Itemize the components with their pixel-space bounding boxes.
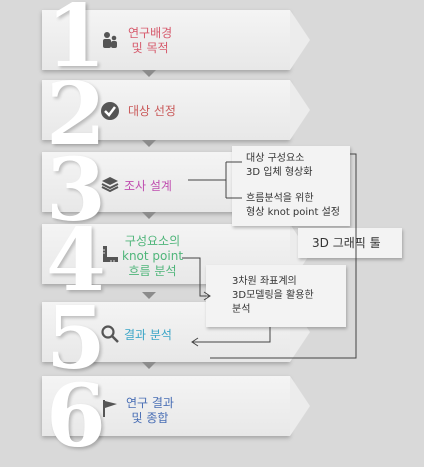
analysis-note-box [206, 265, 346, 327]
step-4-label-line2: knot point [122, 249, 184, 263]
step-2-arrow [142, 140, 156, 147]
analysis-note-line1: 3차원 좌표계의 [232, 276, 297, 287]
knot-arrowhead [203, 291, 211, 301]
step-4-number: 4 [46, 210, 106, 311]
step-5-arrow [142, 362, 156, 369]
step-4-label-line3: 흐름 분석 [128, 264, 177, 278]
step-6-label-line1: 연구 결과 [126, 396, 174, 410]
design-note-line2: 3D 입체 형상화 [246, 167, 313, 178]
step-4-arrow [142, 292, 156, 299]
design-note-line3: 흐름분석을 위한 [246, 193, 314, 204]
analysis-arrowhead [191, 337, 199, 347]
step-4-label-line1: 구성요소의 [124, 234, 181, 248]
step-1-arrow [142, 70, 156, 77]
step-3-label: 조사 설계 [124, 179, 172, 193]
step-4-label: 구성요소의 knot point 흐름 분석 [122, 234, 183, 279]
research-process-diagram: 1 연구배경 및 목적 2 대상 선정 3 조사 설계 4 구성요소의 knot… [42, 0, 402, 467]
connector-lines [182, 153, 357, 359]
step-2-bar [42, 80, 310, 140]
flag-icon [103, 400, 117, 417]
step-6-number: 6 [46, 366, 106, 467]
layers-icon [101, 177, 119, 193]
step-2-label: 대상 선정 [128, 104, 176, 118]
analysis-note-line2: 3D모델링을 활용한 [232, 290, 314, 301]
step-1-number: 1 [46, 0, 106, 87]
step-6-label: 연구 결과 및 종합 [126, 396, 174, 426]
analysis-connector [192, 327, 271, 343]
step-2-number: 2 [46, 64, 106, 165]
step-6-label-line2: 및 종합 [131, 411, 169, 425]
analysis-note-line3: 분석 [232, 304, 251, 315]
step-1-label: 연구배경 및 목적 [128, 26, 172, 56]
step-1-label-line2: 및 목적 [131, 41, 169, 55]
people-icon [103, 32, 117, 48]
step-1-label-line1: 연구배경 [128, 26, 173, 40]
step-1-bar [42, 10, 310, 70]
design-note-box [232, 146, 350, 226]
magnifier-icon [101, 325, 119, 343]
design-connector [188, 161, 242, 199]
step-6-bar [42, 376, 310, 436]
ruler-icon [103, 246, 118, 262]
knot-connector [182, 257, 210, 297]
tool-connector [210, 153, 357, 359]
tool-box [298, 228, 402, 258]
step-5-label: 결과 분석 [124, 328, 172, 342]
checkmark-icon [101, 102, 119, 120]
design-note-line4: 형상 knot point 설정 [246, 207, 341, 218]
step-3-number: 3 [46, 140, 106, 241]
step-3-arrow [142, 212, 156, 219]
step-5-number: 5 [46, 288, 106, 389]
tool-label: 3D 그래픽 툴 [312, 236, 381, 250]
design-note-line1: 대상 구성요소 [246, 153, 305, 164]
